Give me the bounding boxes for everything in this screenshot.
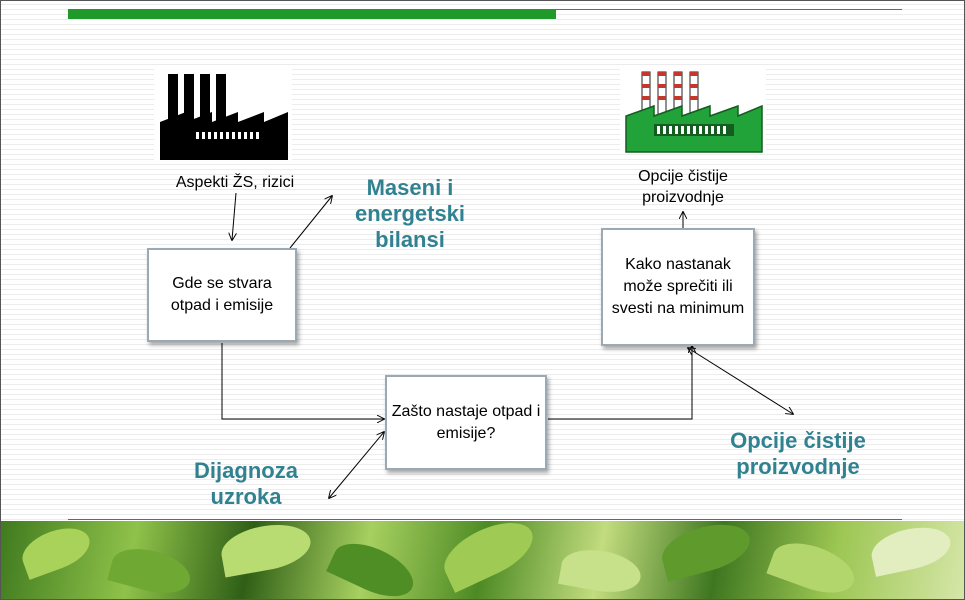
dirty-factory-icon: [154, 66, 292, 162]
diagnosis-label: Dijagnoza uzroka: [194, 458, 298, 509]
arrow-right-box-options: [688, 348, 793, 414]
right-process-box: Kako nastanak može sprečiti ili svesti n…: [601, 228, 755, 346]
bottom-accent-line: [68, 519, 902, 520]
top-accent-bar: [68, 9, 556, 19]
arrow-caption-to-left-box: [232, 192, 236, 240]
options-label: Opcije čistije proizvodnje: [730, 428, 866, 479]
arrow-center-to-right-box: [548, 346, 692, 420]
arrow-left-box-to-balances: [289, 196, 332, 249]
clean-factory-icon: [620, 66, 766, 154]
left-process-box: Gde se stvara otpad i emisije: [147, 248, 297, 342]
left-caption: Aspekti ŽS, rizici: [175, 174, 295, 191]
right-caption: Opcije čistije proizvodnje: [638, 168, 728, 206]
top-accent-line: [556, 9, 902, 10]
center-process-box: Zašto nastaje otpad i emisije?: [385, 375, 547, 470]
foliage-banner: [1, 521, 964, 599]
arrow-left-box-to-center: [221, 343, 384, 419]
arrow-center-diagnosis: [329, 432, 384, 498]
balances-label: Maseni i energetski bilansi: [354, 175, 466, 252]
